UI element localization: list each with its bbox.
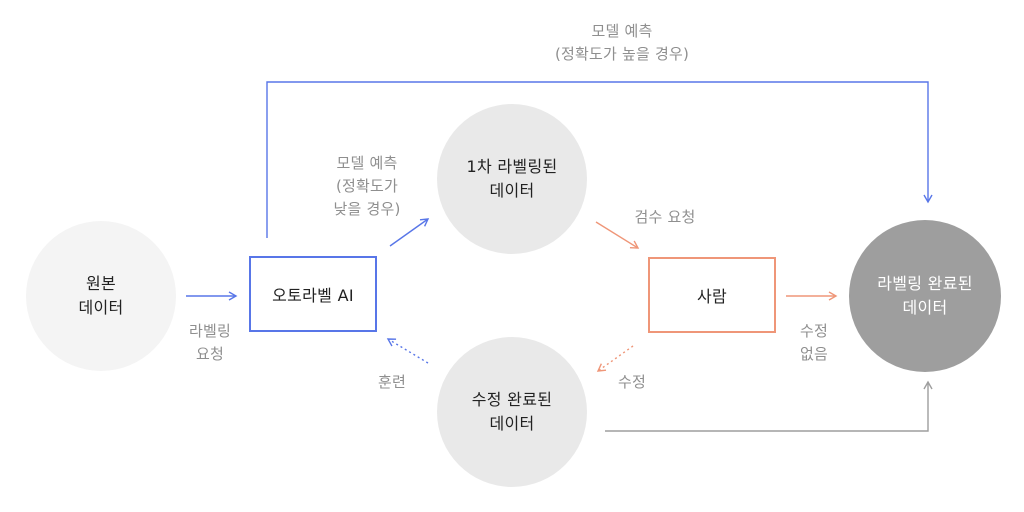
arrow-ai-to-completed-top [266, 81, 933, 238]
edge-label-top-prediction: 모델 예측 (정확도가 높을 경우) [554, 22, 690, 63]
node-first-labeled-data-label: 1차 라벨링된 데이터 [466, 157, 558, 200]
node-fix-completed-data: 수정 완료된 데이터 [437, 337, 587, 487]
arrow-first-labeled-to-human [595, 221, 640, 249]
arrow-fix-completed-to-ai [386, 338, 429, 364]
node-auto-label-ai-label: 오토라벨 AI [272, 286, 354, 305]
edge-label-label-request: 라벨링 요청 [188, 322, 231, 363]
edge-label-mid-prediction: 모델 예측 (정확도가 낮을 경우) [333, 154, 401, 218]
edge-label-review-request: 검수 요청 [634, 208, 696, 226]
node-auto-label-ai: 오토라벨 AI [249, 256, 377, 332]
node-first-labeled-data: 1차 라벨링된 데이터 [437, 104, 587, 254]
node-label-completed-data-label: 라벨링 완료된 데이터 [877, 274, 973, 317]
node-human: 사람 [648, 257, 776, 333]
node-raw-data: 원본 데이터 [26, 221, 176, 371]
node-raw-data-label: 원본 데이터 [78, 274, 124, 317]
edge-label-no-fix: 수정 없음 [799, 322, 828, 363]
arrow-human-to-fix-completed [596, 345, 634, 372]
arrow-ai-to-first-labeled [389, 218, 430, 247]
arrow-fix-completed-to-completed [605, 380, 933, 432]
edge-label-training: 훈련 [377, 373, 406, 391]
edge-label-fix: 수정 [617, 373, 646, 391]
node-human-label: 사람 [696, 287, 728, 306]
node-fix-completed-data-label: 수정 완료된 데이터 [471, 390, 553, 433]
node-label-completed-data: 라벨링 완료된 데이터 [849, 220, 1001, 372]
